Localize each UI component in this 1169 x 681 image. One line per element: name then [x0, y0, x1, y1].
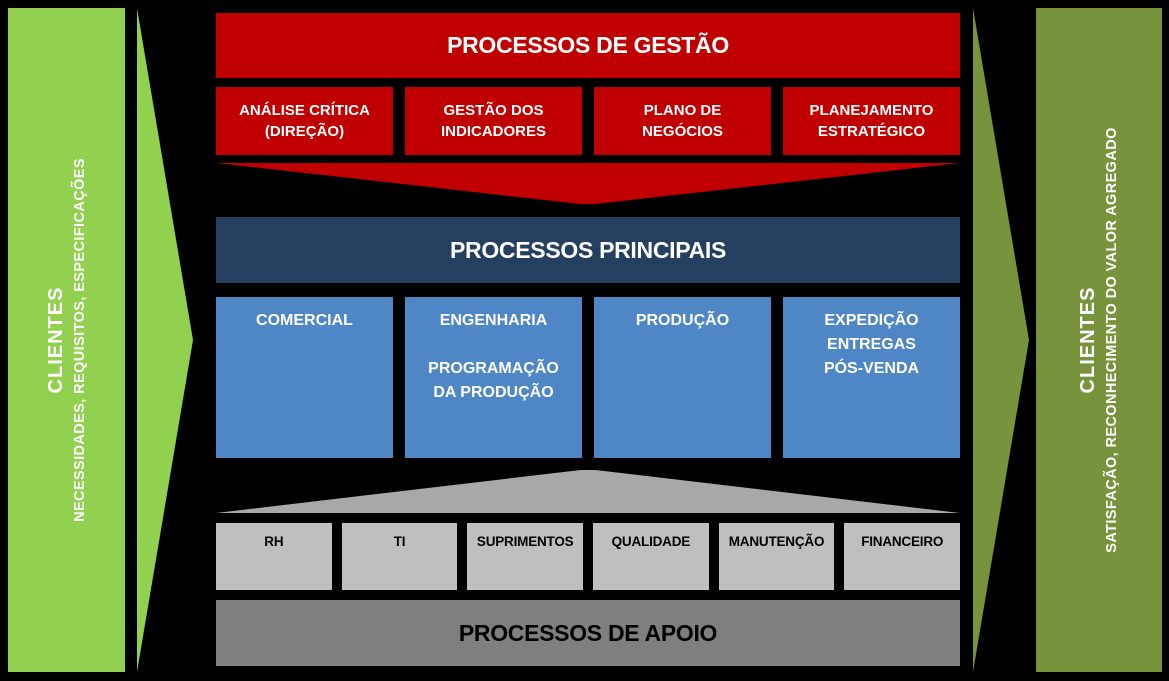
- main-box-producao: PRODUÇÃO: [594, 297, 771, 458]
- support-box-financeiro: FINANCEIRO: [844, 523, 961, 590]
- main-box-comercial: COMERCIAL: [216, 297, 393, 458]
- clients-output-subtitle: SATISFAÇÃO, RECONHECIMENTO DO VALOR AGRE…: [1104, 127, 1120, 553]
- main-box-expedicao-entregas: EXPEDIÇÃO ENTREGAS PÓS-VENDA: [783, 297, 960, 458]
- management-banner: PROCESSOS DE GESTÃO: [216, 13, 960, 78]
- process-columns: PROCESSOS DE GESTÃO ANÁLISE CRÍTICA (DIR…: [216, 0, 961, 681]
- support-box-suprimentos: SUPRIMENTOS: [467, 523, 584, 590]
- up-triangle-icon: [216, 470, 960, 513]
- support-boxes-row: RH TI SUPRIMENTOS QUALIDADE MANUTENÇÃO F…: [216, 523, 961, 590]
- main-box-engenharia-programacao: ENGENHARIA PROGRAMAÇÃO DA PRODUÇÃO: [405, 297, 582, 458]
- management-box-analise-critica: ANÁLISE CRÍTICA (DIREÇÃO): [216, 87, 393, 155]
- support-box-ti: TI: [341, 523, 458, 590]
- support-banner: PROCESSOS DE APOIO: [216, 600, 960, 666]
- flow-arrow-output-icon: [973, 8, 1029, 672]
- clients-input-title: CLIENTES: [44, 286, 67, 394]
- main-processes-banner: PROCESSOS PRINCIPAIS: [216, 217, 960, 283]
- down-arrow-icon: [216, 163, 960, 204]
- clients-output-text: CLIENTES SATISFAÇÃO, RECONHECIMENTO DO V…: [1075, 10, 1123, 670]
- flow-arrow-input-icon: [137, 8, 193, 672]
- main-processes-row: COMERCIAL ENGENHARIA PROGRAMAÇÃO DA PROD…: [216, 297, 960, 458]
- clients-output-title: CLIENTES: [1077, 286, 1099, 394]
- support-box-qualidade: QUALIDADE: [593, 523, 709, 590]
- clients-output-bar: CLIENTES SATISFAÇÃO, RECONHECIMENTO DO V…: [1036, 8, 1162, 672]
- management-box-plano-negocios: PLANO DE NEGÓCIOS: [594, 87, 771, 155]
- management-boxes-row: ANÁLISE CRÍTICA (DIREÇÃO) GESTÃO DOS IND…: [216, 87, 960, 155]
- support-box-manutencao: MANUTENÇÃO: [718, 523, 835, 590]
- management-box-planejamento-estrategico: PLANEJAMENTO ESTRATÉGICO: [783, 87, 960, 155]
- clients-input-bar: CLIENTES NECESSIDADES, REQUISITOS, ESPEC…: [8, 8, 125, 672]
- clients-input-subtitle: NECESSIDADES, REQUISITOS, ESPECIFICAÇÕES: [71, 158, 88, 522]
- clients-input-text: CLIENTES NECESSIDADES, REQUISITOS, ESPEC…: [43, 10, 91, 670]
- management-box-gestao-indicadores: GESTÃO DOS INDICADORES: [405, 87, 582, 155]
- support-box-rh: RH: [216, 523, 332, 590]
